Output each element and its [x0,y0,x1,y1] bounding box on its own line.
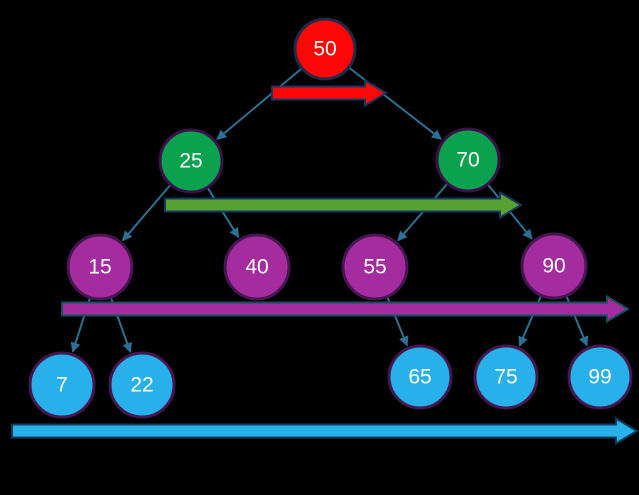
tree-node-circle-40 [223,233,291,301]
tree-edge-25-40 [207,187,240,239]
tree-node-label: 22 [130,374,153,397]
tree-node-7: 7 [28,351,96,419]
tree-node-90: 90 [520,232,588,300]
tree-node-circle-99 [567,344,633,410]
tree-nodes: 50 25 70 15 40 55 90 7 22 65 75 99 [28,17,633,419]
tree-node-label: 50 [313,38,336,61]
tree-edge-25-15 [122,184,171,242]
tree-node-circle-50 [293,17,357,81]
tree-node-label: 65 [408,366,431,389]
level-1-arrow [271,78,388,108]
tree-node-circle-65 [387,344,453,410]
level-arrows [11,78,639,446]
tree-node-circle-22 [108,351,176,419]
level-4-arrow [11,416,639,446]
tree-node-label: 25 [179,150,202,173]
tree-node-50: 50 [293,17,357,81]
tree-node-22: 22 [108,351,176,419]
tree-node-25: 25 [158,128,224,194]
tree-node-65: 65 [387,344,453,410]
level-3-arrow [61,294,630,324]
tree-node-label: 15 [88,256,111,279]
tree-node-circle-15 [66,233,134,301]
tree-node-circle-55 [341,233,409,301]
tree-node-15: 15 [66,233,134,301]
tree-node-70: 70 [435,127,501,193]
tree-node-label: 7 [56,374,68,397]
tree-node-75: 75 [473,344,539,410]
tree-node-label: 99 [588,366,611,389]
tree-node-circle-25 [158,128,224,194]
tree-edge-50-70 [348,67,442,140]
tree-node-label: 55 [363,256,386,279]
level-2-arrow [164,190,523,220]
tree-node-circle-90 [520,232,588,300]
tree-node-circle-70 [435,127,501,193]
tree-node-40: 40 [223,233,291,301]
tree-edge-50-25 [216,68,302,140]
tree-node-label: 70 [456,149,479,172]
tree-node-circle-75 [473,344,539,410]
tree-node-55: 55 [341,233,409,301]
tree-node-label: 90 [542,255,565,278]
tree-node-label: 75 [494,366,517,389]
tree-node-label: 40 [245,256,268,279]
tree-node-circle-7 [28,351,96,419]
tree-node-99: 99 [567,344,633,410]
